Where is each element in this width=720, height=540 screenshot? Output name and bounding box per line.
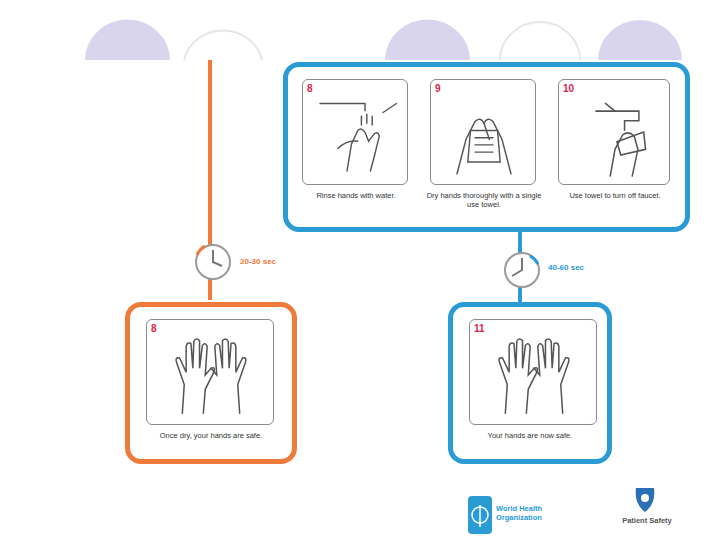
top-arch bbox=[85, 20, 682, 60]
step-box: 8Rinse hands with water. bbox=[302, 79, 408, 185]
step-box: 9Dry hands thoroughly with a single use … bbox=[430, 79, 536, 185]
step-number: 9 bbox=[435, 83, 441, 95]
picture-frame: 8 bbox=[146, 319, 274, 425]
picture-frame: 11 bbox=[469, 319, 597, 425]
timer-label: 40-60 sec bbox=[548, 263, 584, 272]
step-number: 8 bbox=[151, 323, 157, 335]
safety-emblem bbox=[636, 488, 655, 512]
logo-text: World Health Organization bbox=[496, 504, 558, 522]
step-caption: Your hands are now safe. bbox=[461, 431, 599, 440]
hand-illustration bbox=[155, 332, 267, 418]
step-caption: Dry hands thoroughly with a single use t… bbox=[425, 191, 543, 209]
step-caption: Rinse hands with water. bbox=[297, 191, 415, 200]
who-emblem bbox=[468, 496, 492, 534]
hand-illustration bbox=[567, 92, 663, 178]
hand-illustration bbox=[478, 332, 590, 418]
timer-icon bbox=[196, 245, 230, 279]
step-number: 8 bbox=[307, 83, 313, 95]
step-box: 10Use towel to turn off faucet. bbox=[558, 79, 670, 185]
step-number: 11 bbox=[474, 323, 485, 335]
step-number: 10 bbox=[563, 83, 574, 95]
result-box: 8Once dry, your hands are safe. bbox=[125, 302, 297, 464]
result-box: 11Your hands are now safe. bbox=[448, 302, 612, 464]
step-caption: Once dry, your hands are safe. bbox=[138, 431, 284, 440]
logo-text: Patient Safety bbox=[612, 516, 682, 525]
timer-label: 20-30 sec bbox=[240, 257, 276, 266]
timer-icon bbox=[505, 253, 539, 287]
step-caption: Use towel to turn off faucet. bbox=[553, 191, 677, 200]
step-group: 8Rinse hands with water.9Dry hands thoro… bbox=[283, 62, 690, 232]
hand-illustration bbox=[311, 92, 401, 178]
hand-illustration bbox=[439, 92, 529, 178]
